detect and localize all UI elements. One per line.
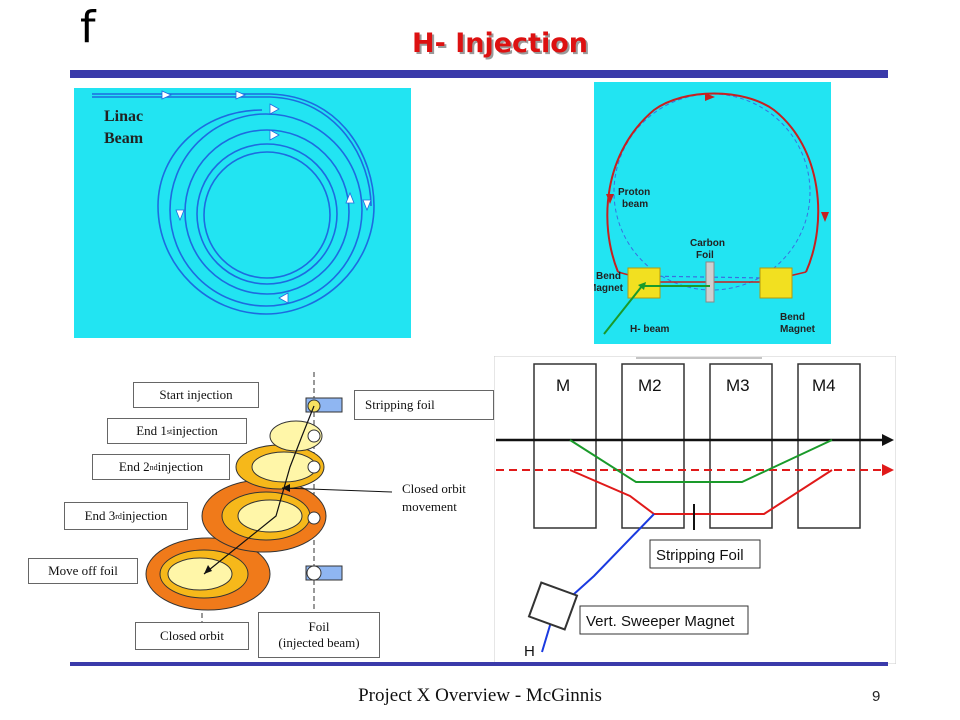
linac-injection-panel: Linac Beam <box>74 88 411 338</box>
sweeper-magnet-box <box>579 605 749 635</box>
orbit-dashed-straight <box>643 275 765 279</box>
magnet-label-m4: M4 <box>812 376 836 395</box>
foil-injected-beam-label: Foil (injected beam) <box>258 612 380 658</box>
header-divider <box>70 70 888 78</box>
footer-divider <box>70 662 888 666</box>
arrow-icon <box>882 434 894 446</box>
magnet-label-m2: M2 <box>638 376 662 395</box>
bend-magnet-left-label: Bend <box>596 271 621 282</box>
proton-beam-label-2: beam <box>622 199 648 210</box>
closed-orbit-label: Closed orbit <box>135 622 249 650</box>
start-injection-label: Start injection <box>133 382 259 408</box>
beam-ellipse-2b <box>251 451 317 483</box>
magnet-m <box>533 363 597 529</box>
arrow-icon <box>345 191 355 204</box>
arrow-icon <box>269 103 280 115</box>
arrow-icon <box>204 565 212 574</box>
painting-diagram <box>145 372 393 625</box>
closed-orbit-dashed <box>613 93 811 291</box>
injected-beam-spot <box>307 511 321 525</box>
slide-title: H- Injection <box>412 28 588 59</box>
closed-orbit-movement-label: Closed orbit movement <box>402 481 466 514</box>
bend-magnet-right <box>759 267 793 299</box>
magnet-m3 <box>709 363 773 529</box>
arrow-icon <box>638 282 646 290</box>
booster-injection-panel: Proton beam Carbon Foil Bend Magnet Bend… <box>588 82 831 344</box>
arrow-icon <box>821 212 829 222</box>
injected-beam-spot <box>307 460 321 474</box>
closed-orbit-movement-pointer <box>281 487 393 493</box>
stripping-foil-text: Stripping Foil <box>656 547 744 564</box>
sweeper-magnet-text: Vert. Sweeper Magnet <box>586 613 735 630</box>
booster-background <box>594 82 831 344</box>
arrow-icon <box>362 199 372 212</box>
h-minus-label: H <box>524 643 535 660</box>
arrow-icon <box>882 464 894 476</box>
bend-magnet-right-label: Bend <box>780 312 805 323</box>
magnet-m4 <box>797 363 861 529</box>
arrow-icon <box>235 90 246 100</box>
beam-ellipse-3c <box>237 499 303 533</box>
bend-magnet-right-label-2: Magnet <box>780 324 816 335</box>
magnet-m2 <box>621 363 685 529</box>
orbit-ring-middle <box>184 129 350 295</box>
chicane-diagram: M M2 M3 M4 Stripping Foil Vert. Sweeper … <box>493 355 897 665</box>
injected-beam-spot <box>307 429 321 443</box>
carbon-foil-label-2: Foil <box>696 250 714 261</box>
linac-label: Linac <box>104 108 143 125</box>
linac-orbit-diagram: Linac Beam <box>74 88 411 338</box>
move-off-foil-label: Move off foil <box>28 558 138 584</box>
arrow-icon <box>606 194 614 204</box>
magnet-label-m: M <box>556 376 570 395</box>
arrow-icon <box>278 292 289 304</box>
arrow-icon <box>282 484 290 492</box>
magnet-label-m3: M3 <box>726 376 750 395</box>
stripping-foil-label: Stripping foil <box>354 390 494 420</box>
proton-beam-path <box>606 92 820 273</box>
beam-label: Beam <box>104 130 144 147</box>
h-beam-label: H- beam <box>630 324 670 335</box>
arrow-icon <box>269 129 280 141</box>
beam-ellipse-4c <box>167 557 233 591</box>
sweeper-magnet <box>527 581 579 631</box>
stripping-foil-box <box>649 539 761 569</box>
proton-beam-label: Proton <box>618 187 650 198</box>
orbit-ring-core <box>203 151 331 279</box>
page-number: 9 <box>872 688 881 705</box>
bend-magnet-left-label-2: Magnet <box>594 283 624 294</box>
arrow-icon <box>705 93 715 101</box>
linac-background <box>74 88 411 338</box>
injected-beam-spot <box>306 565 322 581</box>
booster-injection-diagram: Proton beam Carbon Foil Bend Magnet Bend… <box>588 82 831 344</box>
linac-beam-path-outer <box>92 96 372 207</box>
carbon-foil <box>705 261 715 303</box>
orbit-movement-path <box>203 405 315 575</box>
green-orbit-bump <box>569 439 833 483</box>
arrow-icon <box>175 209 185 222</box>
fermilab-logo: f <box>80 2 96 53</box>
slide-footer: Project X Overview - McGinnis <box>358 685 602 706</box>
linac-beam-path <box>92 93 375 315</box>
magnet-chicane-panel: M M2 M3 M4 Stripping Foil Vert. Sweeper … <box>493 355 897 665</box>
orbit-ring-outer <box>169 113 363 307</box>
arrow-icon <box>161 90 172 100</box>
orbit-ring-inner <box>196 143 338 285</box>
carbon-foil-label: Carbon <box>690 238 725 249</box>
